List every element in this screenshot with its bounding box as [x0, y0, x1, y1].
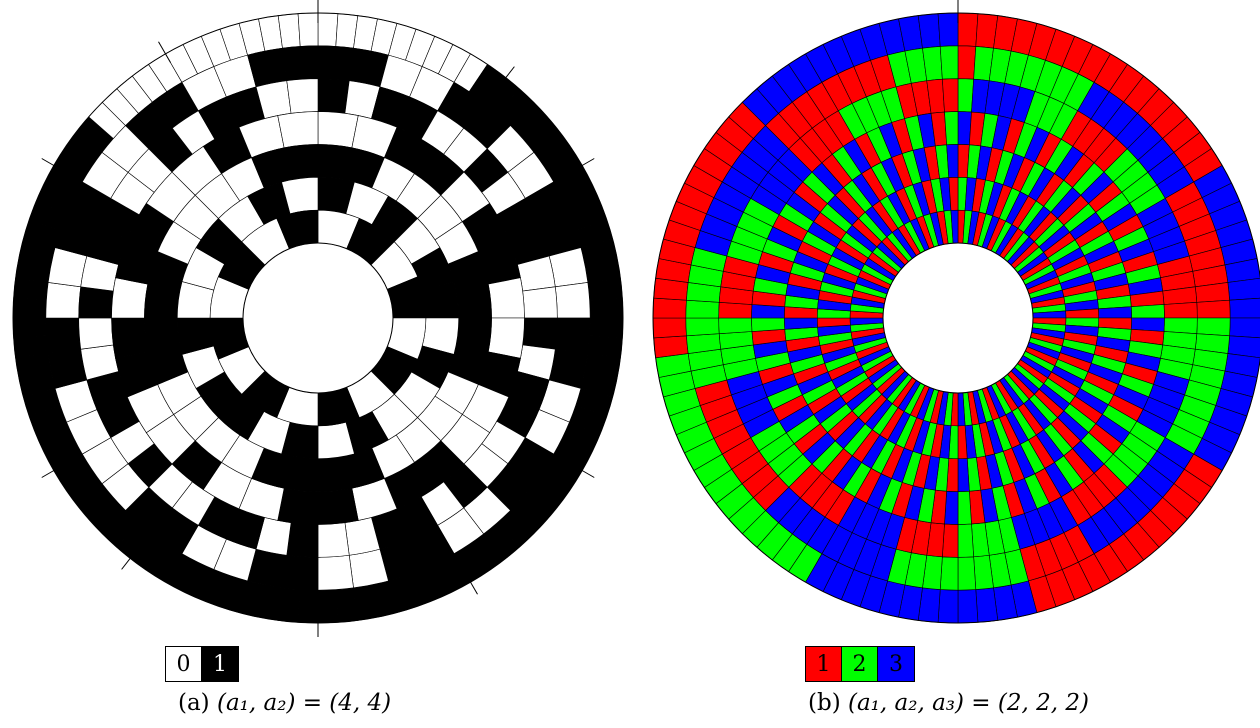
- disk-a-cell: [277, 487, 319, 525]
- disk-a-tick: [499, 66, 515, 86]
- disk-a-cell: [554, 317, 591, 354]
- legend-a-swatch-1: 1: [202, 647, 238, 681]
- legend-b-swatch-1: 1: [806, 647, 842, 681]
- disk-b-inner-circle: [882, 242, 1034, 394]
- disk-a-cell: [522, 317, 558, 350]
- disk-a-tick: [41, 465, 63, 478]
- disk-a-tick: [158, 41, 171, 63]
- disk-b-cell: [957, 78, 974, 113]
- disk-a-tick: [121, 550, 137, 570]
- disk-b: [652, 0, 1260, 624]
- disk-a-cell: [317, 455, 353, 492]
- caption-b-math: (a₁, a₂, a₃) = (2, 2, 2): [847, 690, 1089, 716]
- disk-a-cell: [78, 317, 114, 350]
- disk-a-cell: [589, 297, 624, 319]
- disk-b-cell: [957, 589, 979, 624]
- disk-a-cell: [45, 317, 82, 354]
- disk-b-cell: [1196, 299, 1231, 319]
- disk-a-cell: [111, 317, 149, 359]
- disk-a-cell: [487, 277, 525, 319]
- disk-b-cell: [1098, 306, 1132, 319]
- caption-a-prefix: (a): [178, 690, 217, 716]
- disk-a: [12, 0, 624, 637]
- disk-a-cell: [12, 317, 47, 339]
- disk-b-cell: [957, 556, 977, 591]
- disk-a-cell: [297, 589, 319, 624]
- disk-a-cell: [554, 282, 591, 319]
- disk-a-cell: [317, 589, 339, 624]
- disk-b-cell: [942, 523, 959, 558]
- legend-b-swatch-2: 2: [842, 647, 878, 681]
- disk-b-cell: [957, 523, 974, 558]
- caption-a-math: (a₁, a₂) = (4, 4): [216, 690, 392, 716]
- disk-a-cell: [589, 317, 624, 339]
- legend-a-swatch-0: 0: [166, 647, 202, 681]
- disk-a-cell: [317, 554, 354, 591]
- legend-a: 0 1: [165, 646, 239, 682]
- disk-a-inner-circle: [242, 242, 394, 394]
- disk-b-cell: [1196, 317, 1231, 337]
- disk-b-cell: [652, 297, 687, 319]
- disk-b-cell: [939, 45, 959, 80]
- disk-a-cell: [286, 78, 319, 114]
- disk-b-cell: [957, 12, 979, 47]
- disk-b-cell: [718, 317, 753, 334]
- legend-b-swatch-3: 3: [878, 647, 914, 681]
- disk-a-cell: [317, 45, 354, 82]
- disk-b-cell: [957, 490, 972, 525]
- disk-b-cell: [944, 111, 959, 146]
- disk-b-cell: [939, 556, 959, 591]
- disk-a-cell: [317, 522, 350, 558]
- disk-b-cell: [942, 78, 959, 113]
- disk-a-cell: [297, 12, 319, 47]
- disk-a-cell: [144, 317, 181, 353]
- disk-a-cell: [487, 317, 525, 359]
- disk-a-cell: [317, 111, 359, 149]
- disk-a-tick: [41, 158, 63, 171]
- disk-b-cell: [937, 589, 959, 624]
- caption-b-prefix: (b): [808, 690, 848, 716]
- disk-a-cell: [317, 12, 339, 47]
- disk-a-cell: [277, 111, 319, 149]
- disk-a-cell: [317, 78, 350, 114]
- disk-a-cell: [455, 283, 492, 319]
- disk-b-cell: [685, 299, 720, 319]
- disk-b-cell: [751, 317, 786, 332]
- disk-b-cell: [1163, 317, 1198, 334]
- disk-b-cell: [946, 144, 959, 178]
- disk-a-cell: [78, 286, 114, 319]
- disk-a-tick: [573, 465, 595, 478]
- disk-a-cell: [12, 297, 47, 319]
- disk-b-cell: [1229, 297, 1260, 319]
- disk-b-cell: [957, 458, 970, 492]
- disk-a-cell: [522, 286, 558, 319]
- caption-a: (a) (a₁, a₂) = (4, 4): [178, 690, 391, 716]
- disk-a-cell: [282, 45, 319, 82]
- disk-a-cell: [317, 487, 359, 525]
- disk-a-tick: [465, 573, 478, 595]
- disk-a-cell: [286, 522, 319, 558]
- disk-a-cell: [111, 277, 149, 319]
- disk-b-cell: [937, 12, 959, 47]
- disk-a-tick: [573, 158, 595, 171]
- disk-b-cell: [1163, 302, 1198, 319]
- disk-b-cell: [718, 302, 753, 319]
- disk-b-cell: [1229, 317, 1260, 339]
- disk-a-cell: [282, 554, 319, 591]
- disk-a-cell: [283, 144, 319, 181]
- disk-b-cell: [652, 317, 687, 339]
- disk-a-cell: [45, 282, 82, 319]
- disk-b-cell: [784, 317, 818, 330]
- caption-b: (b) (a₁, a₂, a₃) = (2, 2, 2): [808, 690, 1089, 716]
- disk-b-cell: [1130, 304, 1165, 319]
- disk-b-cell: [685, 317, 720, 337]
- disk-b-cell: [957, 45, 977, 80]
- legend-b: 1 2 3: [805, 646, 915, 682]
